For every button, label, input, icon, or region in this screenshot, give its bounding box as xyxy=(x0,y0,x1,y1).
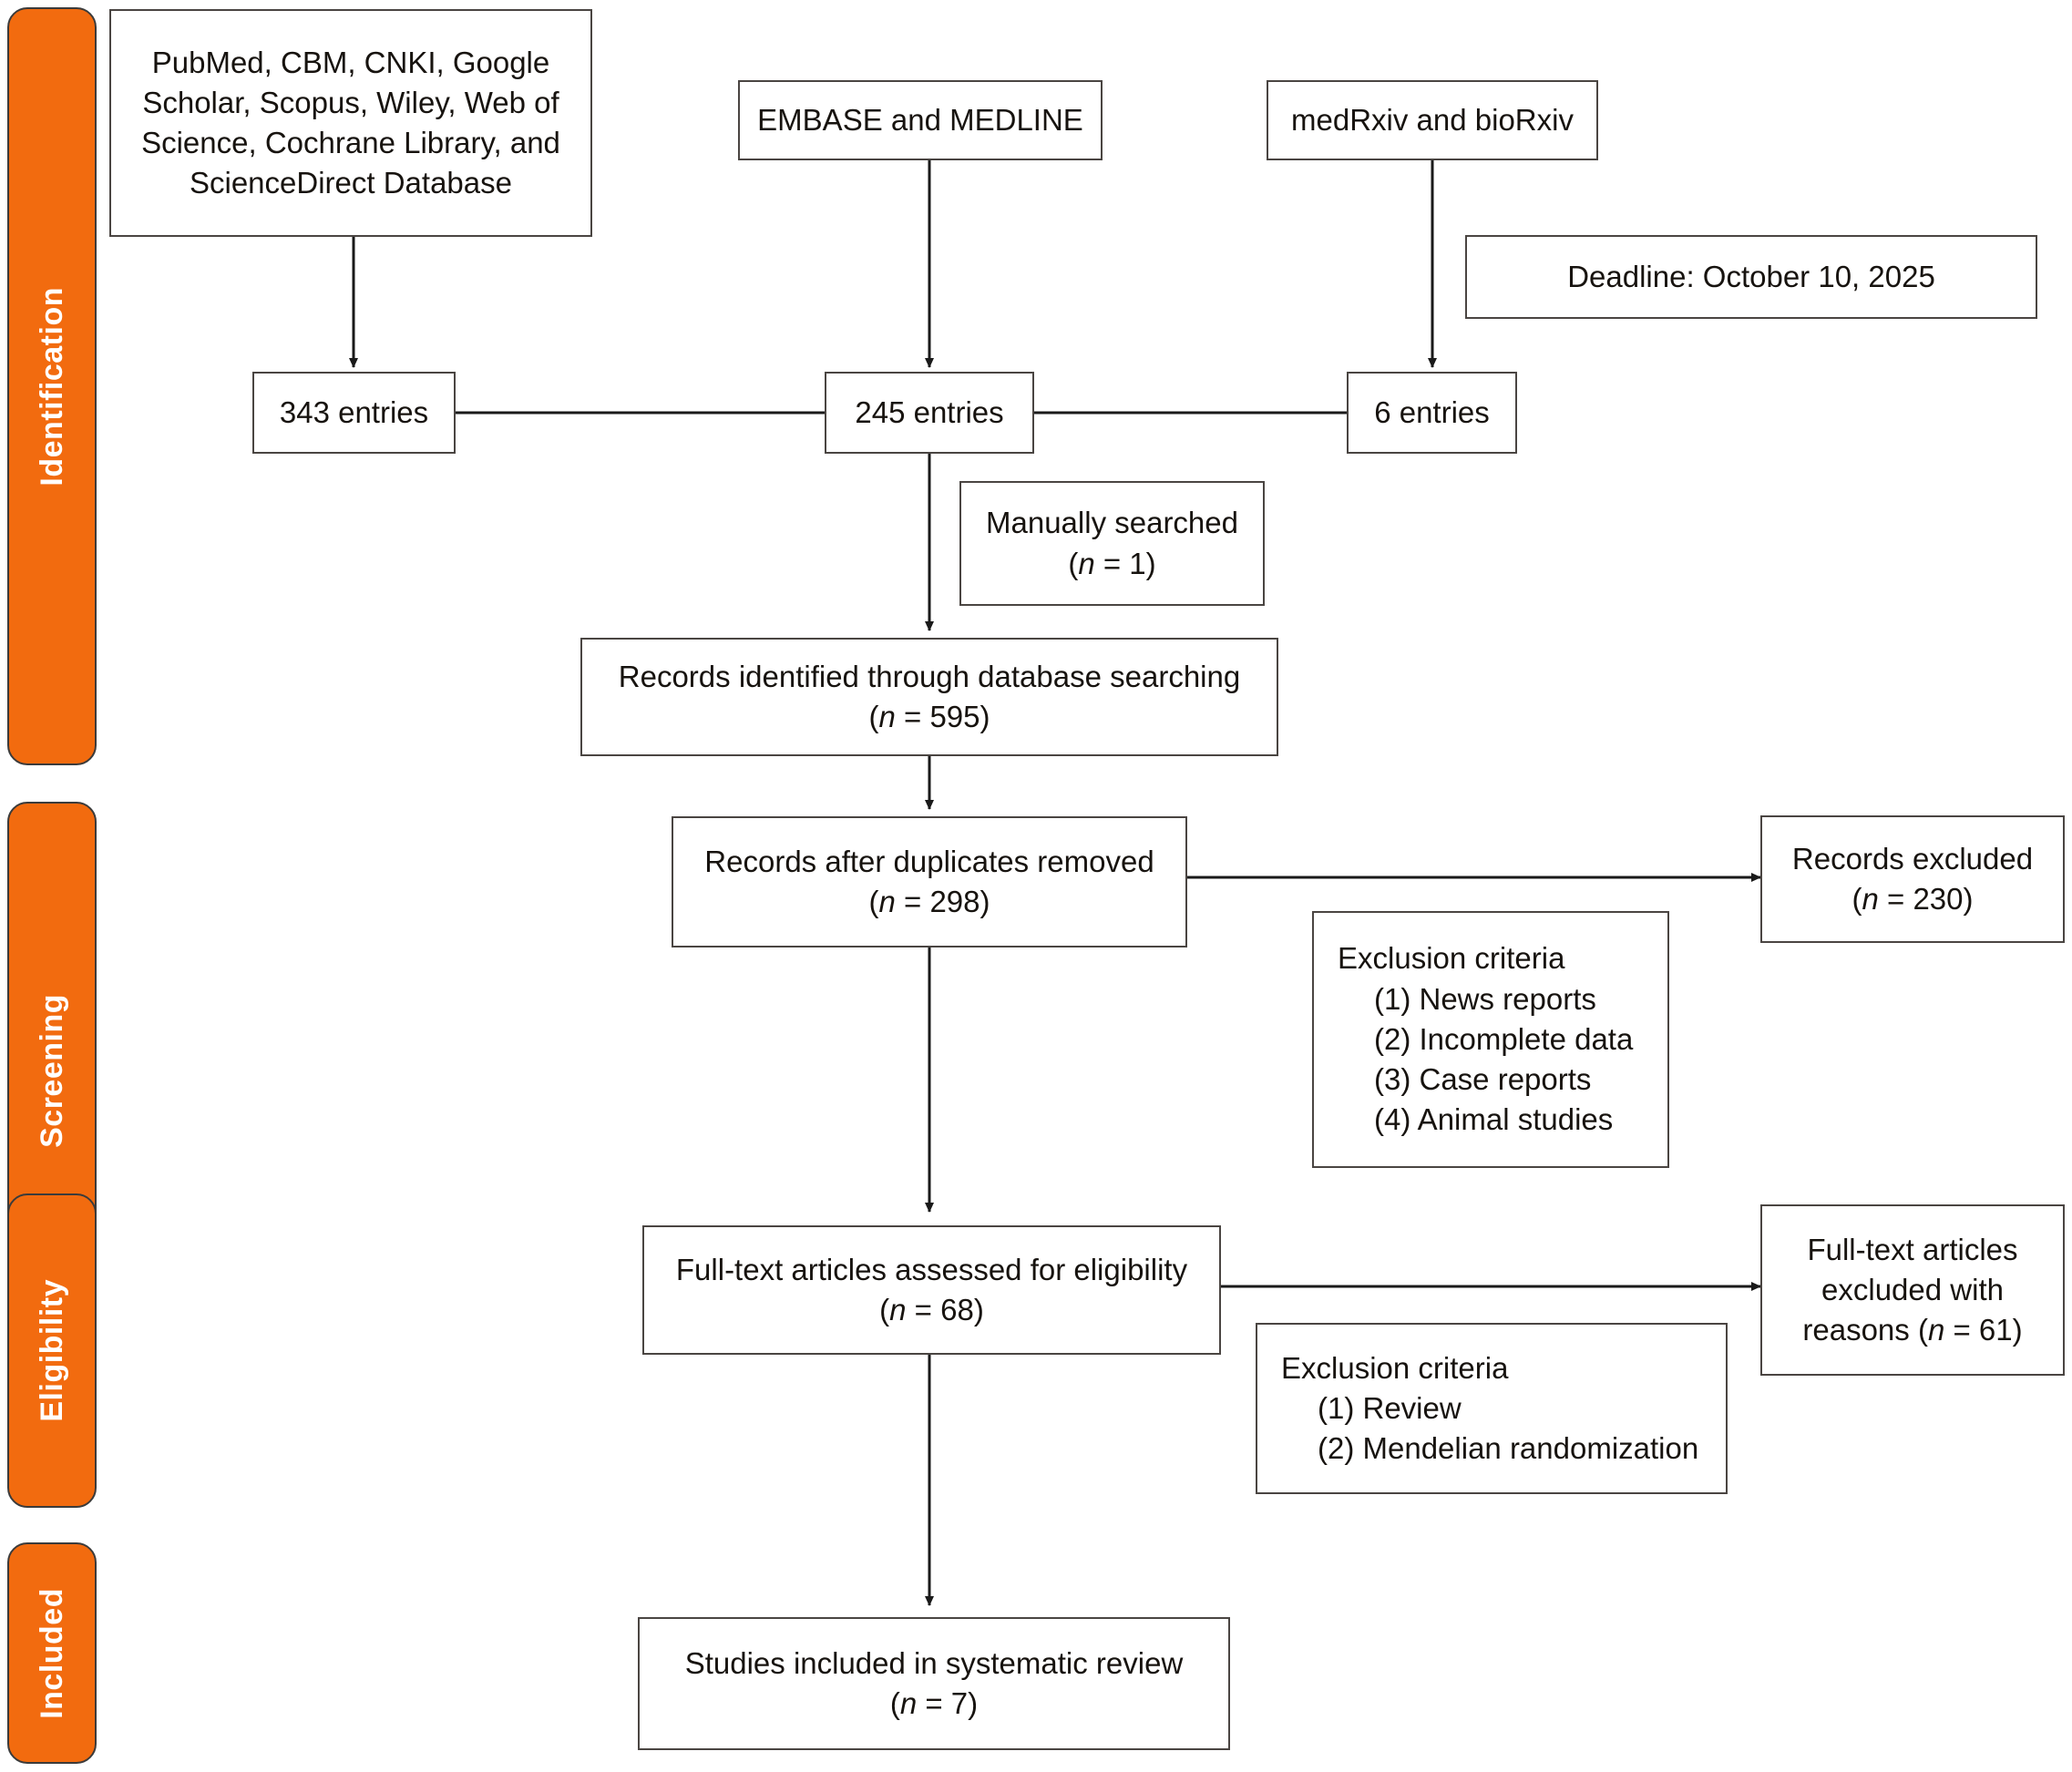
exclusion-criteria-eligibility-title: Exclusion criteria xyxy=(1281,1350,1509,1385)
node-source-databases-text: PubMed, CBM, CNKI, Google Scholar, Scopu… xyxy=(141,45,560,200)
node-records-identified-line1: Records identified through database sear… xyxy=(618,659,1241,693)
exclusion-criteria-eligibility-item-2: (2) Mendelian randomization xyxy=(1318,1431,1699,1466)
node-fulltext-excluded-line2: excluded with xyxy=(1821,1272,2004,1306)
exclusion-criteria-screening-item-4: (4) Animal studies xyxy=(1374,1102,1614,1137)
node-fulltext-assessed-count: (n = 68) xyxy=(879,1293,984,1326)
exclusion-criteria-screening-item-2: (2) Incomplete data xyxy=(1374,1021,1634,1056)
stage-bar-identification: Identification xyxy=(7,7,97,765)
node-entries-right-text: 6 entries xyxy=(1374,394,1490,429)
exclusion-criteria-screening-item-1: (1) News reports xyxy=(1374,981,1596,1016)
node-records-identified: Records identified through database sear… xyxy=(580,638,1278,756)
node-records-excluded-line1: Records excluded xyxy=(1791,841,2034,876)
node-fulltext-excluded: Full-text articles excluded with reasons… xyxy=(1760,1204,2065,1376)
node-source-embase-medline-text: EMBASE and MEDLINE xyxy=(757,102,1083,137)
stage-bar-eligibility: Eligibility xyxy=(7,1193,97,1508)
node-fulltext-assessed-line1: Full-text articles assessed for eligibil… xyxy=(675,1252,1188,1286)
node-entries-right: 6 entries xyxy=(1347,372,1517,454)
node-exclusion-criteria-screening: Exclusion criteria (1) News reports (2) … xyxy=(1312,911,1669,1168)
node-entries-center-text: 245 entries xyxy=(855,394,1004,429)
node-studies-included-count: (n = 7) xyxy=(889,1686,979,1720)
stage-bar-included: Included xyxy=(7,1542,97,1764)
node-manually-searched-count: (n = 1) xyxy=(1068,546,1156,580)
node-manually-searched-line1: Manually searched xyxy=(986,506,1238,540)
exclusion-criteria-screening-item-3: (3) Case reports xyxy=(1374,1062,1592,1097)
node-fulltext-assessed: Full-text articles assessed for eligibil… xyxy=(642,1225,1221,1355)
node-records-after-duplicates: Records after duplicates removed (n = 29… xyxy=(672,816,1187,947)
node-records-after-duplicates-line1: Records after duplicates removed xyxy=(704,844,1154,878)
node-records-excluded: Records excluded (n = 230) xyxy=(1760,815,2065,943)
node-deadline-text: Deadline: October 10, 2025 xyxy=(1567,259,1935,293)
node-source-databases: PubMed, CBM, CNKI, Google Scholar, Scopu… xyxy=(109,9,592,237)
stage-label-eligibility: Eligibility xyxy=(34,1279,69,1422)
node-records-identified-count: (n = 595) xyxy=(868,700,990,733)
node-manually-searched: Manually searched (n = 1) xyxy=(959,481,1265,606)
node-source-preprints-text: medRxiv and bioRxiv xyxy=(1291,102,1574,137)
node-fulltext-excluded-count: reasons (n = 61) xyxy=(1802,1313,2023,1347)
node-studies-included-line1: Studies included in systematic review xyxy=(684,1645,1184,1680)
stage-label-identification: Identification xyxy=(34,286,69,487)
stage-label-included: Included xyxy=(34,1587,69,1719)
exclusion-criteria-eligibility-item-1: (1) Review xyxy=(1318,1390,1462,1425)
node-records-after-duplicates-count: (n = 298) xyxy=(868,885,990,918)
node-studies-included: Studies included in systematic review (n… xyxy=(638,1617,1230,1750)
node-entries-left: 343 entries xyxy=(252,372,456,454)
node-deadline: Deadline: October 10, 2025 xyxy=(1465,235,2037,319)
node-source-embase-medline: EMBASE and MEDLINE xyxy=(738,80,1103,160)
node-fulltext-excluded-line1: Full-text articles xyxy=(1807,1232,2018,1266)
exclusion-criteria-screening-title: Exclusion criteria xyxy=(1338,941,1565,976)
node-exclusion-criteria-eligibility: Exclusion criteria (1) Review (2) Mendel… xyxy=(1256,1323,1728,1494)
stage-label-screening: Screening xyxy=(34,993,69,1148)
node-records-excluded-count: (n = 230) xyxy=(1851,882,1974,916)
node-entries-center: 245 entries xyxy=(825,372,1034,454)
node-entries-left-text: 343 entries xyxy=(279,394,429,429)
node-source-preprints: medRxiv and bioRxiv xyxy=(1267,80,1598,160)
